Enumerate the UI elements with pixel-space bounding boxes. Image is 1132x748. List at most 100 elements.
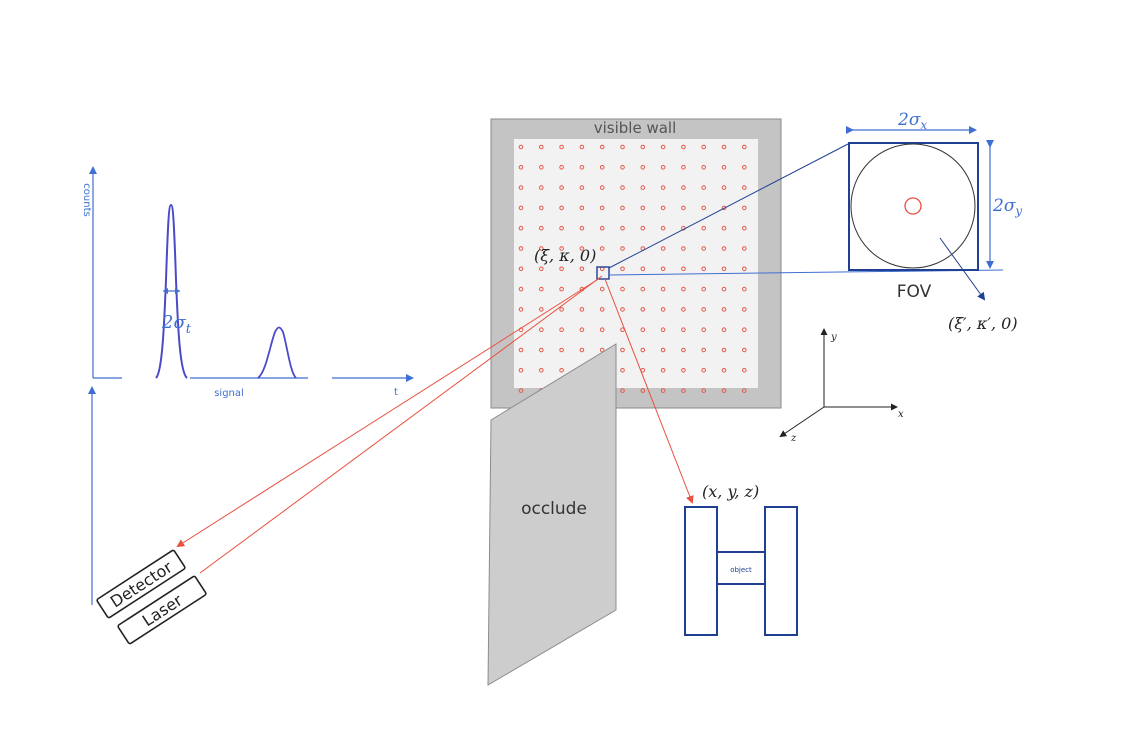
wall-dot [721, 225, 727, 231]
wall-dot [599, 225, 605, 231]
wall-dot [681, 246, 686, 251]
wall-dot [701, 165, 707, 170]
wall-dot [681, 185, 686, 190]
wall-dot [721, 185, 727, 190]
hist-width-arrow-right [175, 288, 180, 294]
wall-dot [681, 307, 686, 312]
wall-dot [620, 307, 625, 312]
wall-dot [742, 205, 747, 211]
wall-dot [620, 286, 625, 292]
wall-dot [539, 368, 544, 373]
wall-dot [640, 185, 646, 190]
object-left-bar [684, 506, 718, 636]
wall-dot [701, 307, 707, 312]
wall-label: visible wall [594, 119, 677, 137]
axis-x-label: x [898, 409, 904, 420]
wall-dot [701, 205, 707, 211]
wall-dot [579, 144, 585, 150]
fov-inset: 2σx 2σy FOV (ξ′, κ′, 0) [846, 110, 1022, 333]
wall-dot [660, 185, 666, 190]
wall-dot [742, 307, 747, 312]
wall-dot [742, 266, 747, 272]
wall-dot [518, 286, 524, 292]
fov-label: FOV [897, 282, 932, 302]
wall-dot [518, 307, 524, 312]
wall-dot [620, 165, 625, 170]
wall-dot [681, 286, 686, 292]
wall-dot [701, 327, 707, 333]
wall-dot [660, 225, 666, 231]
wall-dot [539, 266, 544, 272]
wall-dot [721, 327, 727, 333]
wall-dot [539, 225, 544, 231]
wall-dot [579, 307, 585, 312]
wall-dot [539, 246, 544, 251]
axes-3d: y x z [779, 328, 904, 444]
fov-pointer [939, 237, 986, 301]
wall-dot [660, 307, 666, 312]
wall-dot [640, 225, 646, 231]
wall-dot [742, 368, 747, 373]
wall-dot [721, 388, 727, 393]
wall-dot [599, 165, 605, 170]
visible-wall: visible wall (ξ, κ, 0) [490, 118, 782, 409]
wall-inner [514, 139, 758, 388]
wall-dot [660, 266, 666, 272]
light-rays [176, 275, 694, 574]
wall-dot [559, 286, 564, 292]
wall-dot [539, 185, 544, 190]
wall-dot [518, 205, 524, 211]
wall-dot [721, 266, 727, 272]
object-label: object [730, 566, 752, 574]
hist-width-label: 2σt [161, 312, 192, 337]
wall-dot [640, 327, 646, 333]
wall-dot [599, 347, 605, 353]
fov-center-spot [904, 197, 922, 215]
laser-body [117, 575, 207, 645]
wall-dot [518, 165, 524, 170]
wall-dot [721, 286, 727, 292]
wall-dot [518, 388, 524, 393]
wall-dot [701, 225, 707, 231]
wall-dot [660, 388, 666, 393]
hist-peak-main [155, 203, 188, 379]
wall-sample-box [596, 266, 610, 280]
wall-dot [660, 144, 666, 150]
wall-dot [599, 286, 605, 292]
wall-dot [721, 144, 727, 150]
wall-dot [518, 144, 524, 150]
fov-height-label: 2σy [992, 196, 1022, 218]
wall-dot [701, 266, 707, 272]
wall-dot [599, 307, 605, 312]
wall-dot [620, 368, 625, 373]
wall-dot [518, 266, 524, 272]
wall-dot [701, 246, 707, 251]
wall-dot [640, 205, 646, 211]
wall-dot [620, 246, 625, 251]
wall-dot [559, 144, 564, 150]
fov-line-top [608, 143, 849, 269]
axis-y-label: y [830, 332, 837, 343]
wall-dot [539, 165, 544, 170]
fov-circle [850, 143, 976, 269]
wall-dot [620, 144, 625, 150]
wall-dot [681, 327, 686, 333]
hist-center-label: signal [214, 388, 244, 399]
ray-laser-to-wall [199, 275, 603, 574]
laser-device: Laser [117, 575, 207, 645]
wall-dot [742, 327, 747, 333]
wall-dot [660, 286, 666, 292]
wall-point-label: (ξ, κ, 0) [534, 246, 596, 265]
wall-dot [620, 388, 625, 393]
histogram: counts t signal 2σt [81, 166, 414, 605]
wall-dot [701, 347, 707, 353]
wall-dot [681, 205, 686, 211]
wall-dot [539, 286, 544, 292]
wall-dot [559, 225, 564, 231]
wall-dot [518, 246, 524, 251]
hist-y-label: counts [81, 183, 92, 216]
wall-dot [640, 388, 646, 393]
wall-dot [620, 185, 625, 190]
wall-dot [559, 327, 564, 333]
